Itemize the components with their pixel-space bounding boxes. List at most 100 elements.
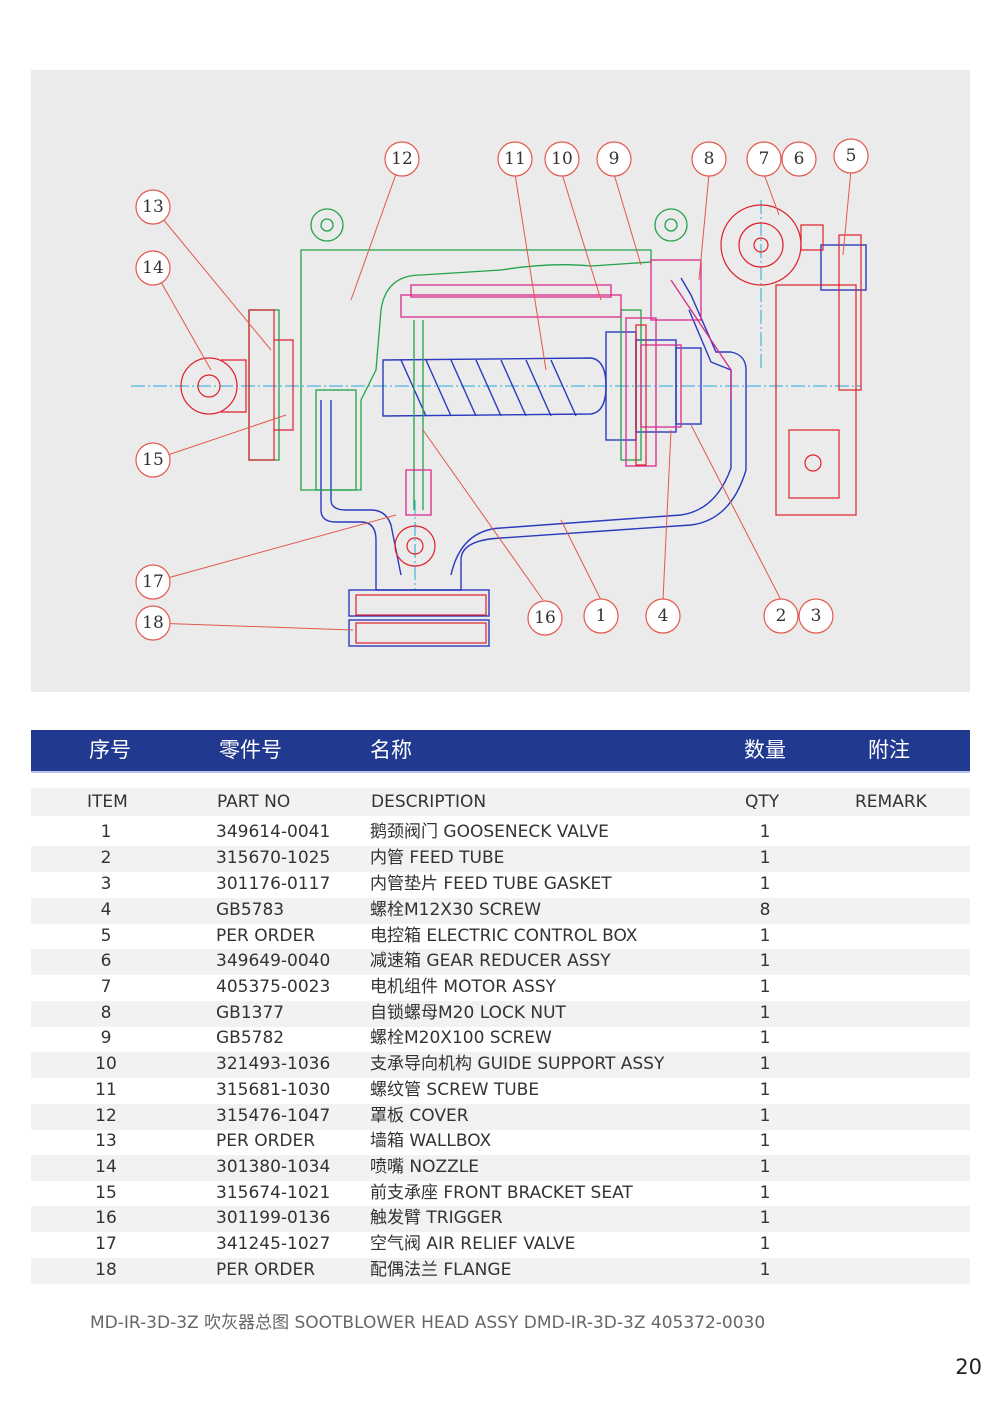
part-no-cell: PER ORDER xyxy=(216,926,316,946)
callout-10: 10 xyxy=(544,141,580,177)
part-no-cell: 405375-0023 xyxy=(216,977,331,997)
svg-text:14: 14 xyxy=(142,258,164,278)
assembly-drawing-svg: 1 2 3 4 5 6 7 8 9 10 11 12 13 14 15 16 1… xyxy=(131,138,869,647)
callout-12: 12 xyxy=(384,141,420,177)
assembly-drawing: 1 2 3 4 5 6 7 8 9 10 11 12 13 14 15 16 1… xyxy=(31,70,970,692)
part-no-cell: 315681-1030 xyxy=(216,1080,331,1100)
part-no-cell: 315670-1025 xyxy=(216,848,331,868)
drawing-caption: MD-IR-3D-3Z 吹灰器总图 SOOTBLOWER HEAD ASSY D… xyxy=(90,1313,766,1333)
header-part-no-en: PART NO xyxy=(217,792,291,812)
header-remark-en: REMARK xyxy=(855,792,927,812)
remark-cell xyxy=(831,975,951,1001)
svg-text:11: 11 xyxy=(504,149,526,169)
header-remark-cn: 附注 xyxy=(868,738,910,762)
svg-text:7: 7 xyxy=(759,149,770,169)
part-no-cell: 315476-1047 xyxy=(216,1106,331,1126)
callout-9: 9 xyxy=(596,141,632,177)
part-no-cell: GB5783 xyxy=(216,900,285,920)
description-cell: 减速箱 GEAR REDUCER ASSY xyxy=(370,951,611,971)
qty-cell: 1 xyxy=(759,1028,771,1048)
item-cell: 18 xyxy=(95,1260,117,1280)
qty-cell: 1 xyxy=(759,1003,771,1023)
item-cell: 17 xyxy=(95,1234,117,1254)
part-no-cell: GB1377 xyxy=(216,1003,285,1023)
svg-text:15: 15 xyxy=(142,450,164,470)
remark-cell xyxy=(831,1001,951,1027)
part-no-cell: 301176-0117 xyxy=(216,874,331,894)
item-cell: 13 xyxy=(95,1131,117,1151)
part-no-cell: 341245-1027 xyxy=(216,1234,331,1254)
description-cell: 螺栓M20X100 SCREW xyxy=(370,1028,552,1048)
leader-lines xyxy=(152,169,852,631)
remark-cell xyxy=(831,1181,951,1207)
qty-cell: 1 xyxy=(759,822,771,842)
callout-16: 16 xyxy=(527,600,563,636)
description-cell: 罩板 COVER xyxy=(370,1106,469,1126)
description-cell: 自锁螺母M20 LOCK NUT xyxy=(370,1003,566,1023)
callout-1: 1 xyxy=(583,598,619,634)
callout-17: 17 xyxy=(135,564,171,600)
remark-cell xyxy=(831,1206,951,1232)
description-cell: 支承导向机构 GUIDE SUPPORT ASSY xyxy=(370,1054,665,1074)
item-cell: 1 xyxy=(100,822,112,842)
qty-cell: 1 xyxy=(759,926,771,946)
qty-cell: 1 xyxy=(759,1157,771,1177)
item-cell: 16 xyxy=(95,1208,117,1228)
item-cell: 3 xyxy=(100,874,112,894)
red-components xyxy=(180,204,862,644)
svg-text:1: 1 xyxy=(596,606,607,626)
header-part-no-cn: 零件号 xyxy=(219,738,282,762)
remark-cell xyxy=(831,1232,951,1258)
callout-4: 4 xyxy=(645,598,681,634)
item-cell: 15 xyxy=(95,1183,117,1203)
description-cell: 螺栓M12X30 SCREW xyxy=(370,900,542,920)
remark-cell xyxy=(831,924,951,950)
svg-text:2: 2 xyxy=(776,606,787,626)
item-cell: 6 xyxy=(100,951,112,971)
svg-text:6: 6 xyxy=(794,149,805,169)
qty-cell: 1 xyxy=(759,1106,771,1126)
qty-cell: 1 xyxy=(759,1260,771,1280)
description-cell: 内管 FEED TUBE xyxy=(370,848,505,868)
part-no-cell: PER ORDER xyxy=(216,1131,316,1151)
svg-text:3: 3 xyxy=(811,606,822,626)
item-cell: 2 xyxy=(100,848,112,868)
table-row: 17 341245-1027 空气阀 AIR RELIEF VALVE 1 xyxy=(31,1232,970,1258)
item-cell: 11 xyxy=(95,1080,117,1100)
header-qty-cn: 数量 xyxy=(744,738,786,762)
header-item-cn: 序号 xyxy=(89,738,131,762)
remark-cell xyxy=(831,1104,951,1130)
callout-5: 5 xyxy=(833,138,869,174)
remark-cell xyxy=(831,898,951,924)
qty-cell: 1 xyxy=(759,848,771,868)
description-cell: 电控箱 ELECTRIC CONTROL BOX xyxy=(370,926,638,946)
remark-cell xyxy=(831,846,951,872)
svg-text:9: 9 xyxy=(609,149,620,169)
qty-cell: 1 xyxy=(759,1234,771,1254)
page-number: 20 xyxy=(955,1355,982,1379)
table-header-en: ITEM PART NO DESCRIPTION QTY REMARK xyxy=(31,788,970,816)
remark-cell xyxy=(831,872,951,898)
svg-text:12: 12 xyxy=(391,149,413,169)
description-cell: 空气阀 AIR RELIEF VALVE xyxy=(370,1234,576,1254)
header-qty-en: QTY xyxy=(745,792,780,812)
part-no-cell: 301199-0136 xyxy=(216,1208,331,1228)
description-cell: 触发臂 TRIGGER xyxy=(370,1208,503,1228)
remark-cell xyxy=(831,1052,951,1078)
header-item-en: ITEM xyxy=(87,792,128,812)
remark-cell xyxy=(831,1078,951,1104)
part-no-cell: PER ORDER xyxy=(216,1260,316,1280)
qty-cell: 1 xyxy=(759,1080,771,1100)
description-cell: 喷嘴 NOZZLE xyxy=(370,1157,480,1177)
svg-text:18: 18 xyxy=(142,613,164,633)
description-cell: 内管垫片 FEED TUBE GASKET xyxy=(370,874,612,894)
qty-cell: 1 xyxy=(759,1183,771,1203)
svg-text:5: 5 xyxy=(846,146,857,166)
